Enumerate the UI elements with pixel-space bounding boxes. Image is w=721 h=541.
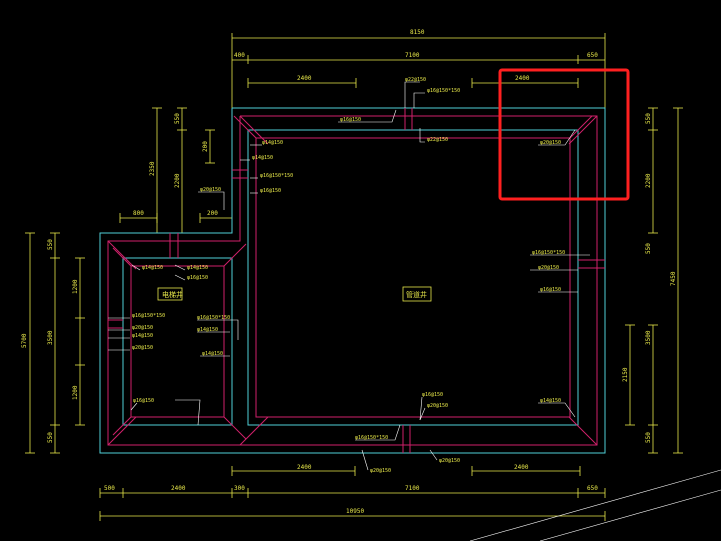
svg-text:φ16@150: φ16@150 [540, 287, 561, 293]
svg-text:7450: 7450 [670, 271, 677, 286]
svg-text:φ14@150: φ14@150 [197, 327, 218, 333]
svg-text:φ22@150: φ22@150 [427, 137, 448, 143]
svg-text:300: 300 [234, 485, 245, 492]
svg-text:φ20@150: φ20@150 [427, 403, 448, 409]
svg-text:200: 200 [207, 210, 218, 217]
svg-text:650: 650 [587, 52, 598, 59]
svg-text:φ14@150: φ14@150 [187, 265, 208, 271]
svg-text:550: 550 [645, 243, 652, 254]
svg-text:2400: 2400 [297, 464, 312, 471]
svg-text:φ14@150: φ14@150 [262, 140, 283, 146]
highlight-box [498, 68, 630, 201]
svg-text:3500: 3500 [645, 330, 652, 345]
svg-text:800: 800 [133, 210, 144, 217]
svg-text:φ14@150: φ14@150 [252, 155, 273, 161]
svg-text:φ16@150*150: φ16@150*150 [260, 173, 293, 179]
leader-lines [108, 81, 721, 541]
svg-text:φ14@150: φ14@150 [142, 265, 163, 271]
svg-text:电梯井: 电梯井 [162, 290, 183, 299]
svg-text:φ16@150: φ16@150 [187, 275, 208, 281]
svg-text:2400: 2400 [171, 485, 186, 492]
wall-outline [99, 107, 606, 454]
svg-text:7100: 7100 [405, 52, 420, 59]
svg-text:2400: 2400 [514, 464, 529, 471]
svg-text:1200: 1200 [72, 385, 79, 400]
svg-text:φ16@150: φ16@150 [133, 398, 154, 404]
svg-text:φ14@150: φ14@150 [202, 351, 223, 357]
svg-text:φ22@150: φ22@150 [405, 77, 426, 83]
svg-text:500: 500 [104, 485, 115, 492]
svg-text:2350: 2350 [149, 161, 156, 176]
svg-text:φ20@150: φ20@150 [538, 265, 559, 271]
rebar-lines [107, 108, 605, 453]
svg-text:φ16@150*150: φ16@150*150 [197, 315, 230, 321]
svg-text:550: 550 [174, 113, 181, 124]
svg-text:200: 200 [202, 141, 209, 152]
svg-text:φ14@150: φ14@150 [132, 333, 153, 339]
dimension-texts: 8150 400 7100 650 2400 2400 2400 2400 50… [21, 29, 677, 515]
svg-text:φ20@150: φ20@150 [370, 468, 391, 474]
svg-text:φ20@150: φ20@150 [439, 458, 460, 464]
rebar-annotations: φ16@150 φ22@150 φ16@150*150 φ22@150 φ14@… [132, 77, 565, 474]
svg-text:2150: 2150 [622, 367, 629, 382]
svg-text:φ16@150*150: φ16@150*150 [132, 313, 165, 319]
svg-text:2200: 2200 [645, 173, 652, 188]
svg-text:φ16@150: φ16@150 [260, 188, 281, 194]
svg-text:8150: 8150 [410, 29, 425, 36]
svg-text:φ16@150*150: φ16@150*150 [355, 435, 388, 441]
svg-text:10950: 10950 [346, 508, 364, 515]
svg-text:φ16@150: φ16@150 [422, 392, 443, 398]
svg-text:3500: 3500 [47, 330, 54, 345]
svg-text:400: 400 [234, 52, 245, 59]
svg-text:φ20@150: φ20@150 [200, 187, 221, 193]
svg-text:1200: 1200 [72, 279, 79, 294]
svg-text:7100: 7100 [405, 485, 420, 492]
svg-text:管道井: 管道井 [406, 290, 427, 299]
svg-text:550: 550 [47, 239, 54, 250]
svg-text:650: 650 [587, 485, 598, 492]
svg-text:φ20@150: φ20@150 [540, 140, 561, 146]
svg-text:2400: 2400 [515, 75, 530, 82]
svg-text:5700: 5700 [21, 333, 28, 348]
svg-text:2200: 2200 [174, 173, 181, 188]
svg-text:φ20@150: φ20@150 [132, 325, 153, 331]
svg-text:φ16@150*150: φ16@150*150 [532, 250, 565, 256]
svg-text:φ20@150: φ20@150 [132, 345, 153, 351]
svg-text:550: 550 [645, 113, 652, 124]
svg-text:φ14@150: φ14@150 [540, 398, 561, 404]
room-label-left: 电梯井 [157, 287, 183, 301]
svg-text:2400: 2400 [297, 75, 312, 82]
svg-text:φ16@150: φ16@150 [340, 117, 361, 123]
svg-text:550: 550 [47, 432, 54, 443]
room-label-main: 管道井 [402, 286, 432, 302]
svg-text:φ16@150*150: φ16@150*150 [427, 88, 460, 94]
dimension-lines [25, 33, 683, 521]
svg-text:550: 550 [645, 432, 652, 443]
